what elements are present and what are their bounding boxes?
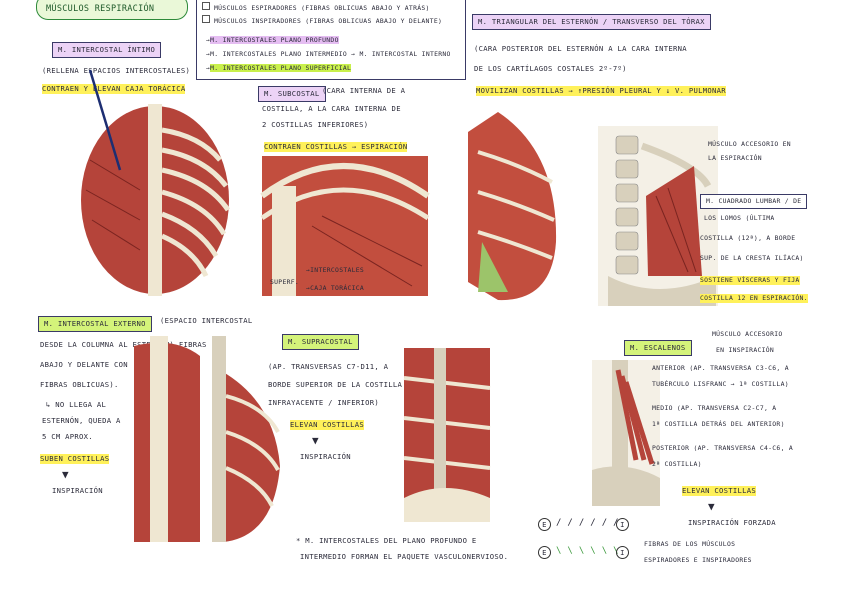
supracostal-desc-0: (AP. TRANSVERSAS C7-D11, A [268,362,389,371]
escalenos-item-2: MEDIO (AP. TRANSVERSA C2-C7, A [652,404,777,412]
externo-desc-1: DESDE LA COLUMNA AL ESTERNÓN) FIBRAS [40,340,207,349]
escalenos-result: INSPIRACIÓN FORZADA [688,518,776,527]
key-e-left-circle: E [538,546,551,559]
legend-espiradores: MÚSCULOS ESPIRADORES (FIBRAS OBLICUAS AB… [202,2,430,13]
lumbar-spine-illustration [598,126,718,306]
subcostal-side: SUPERF. [270,278,300,286]
subcostal-illustration [260,156,430,296]
supracostal-illustration [403,348,491,522]
subcostal-label-intercostales: →INTERCOSTALES [306,266,365,274]
cuadrado-desc-1: COSTILLA (12ª), A BORDE [700,234,796,242]
key-inspiradores: E \ \ \ \ \ \ I [538,546,630,562]
subcostal-action: CONTRAEN COSTILLAS → ESPIRACIÓN [264,142,408,152]
externo-note-1: ESTERNÓN, QUEDA A [42,416,121,425]
subcostal-desc-0: (CARA INTERNA DE A [322,86,406,95]
cuadrado-note-0: MÚSCULO ACCESORIO EN [708,140,791,148]
scalene-illustration [592,360,660,506]
plane-superficial: →M. INTERCOSTALES PLANO SUPERFICIAL [206,64,352,72]
escalenos-title: M. ESCALENOS [624,340,692,356]
intimo-action: CONTRAEN Y ELEVAN CAJA TORÁCICA [42,84,186,94]
triangular-desc-0: (CARA POSTERIOR DEL ESTERNÓN A LA CARA I… [474,44,687,53]
escalenos-item-0: ANTERIOR (AP. TRANSVERSA C3-C6, A [652,364,789,372]
key-i-right-circle: I [616,546,629,559]
externo-action: SUBEN COSTILLAS [40,454,110,464]
escalenos-item-3: 1ª COSTILLA DETRÁS DEL ANTERIOR) [652,420,785,428]
triangular-desc-1: DE LOS CARTÍLAGOS COSTALES 2º-7º) [474,64,627,73]
supracostal-desc-1: BORDE SUPERIOR DE LA COSTILLA [268,380,403,389]
escalenos-item-5: 2ª COSTILLA) [652,460,702,468]
page-title: MÚSCULOS RESPIRACIÓN [46,4,155,14]
escalenos-action: ELEVAN COSTILLAS [682,486,757,496]
cuadrado-note-1: LA ESPIRACIÓN [708,154,762,162]
fiber-slash-icon: \ \ \ \ \ \ [556,546,619,556]
supracostal-action: ELEVAN COSTILLAS [290,420,365,430]
key-text-1: ESPIRADORES E INSPIRADORES [644,556,752,564]
checkbox-icon [202,15,210,23]
subcostal-desc-1: COSTILLA, A LA CARA INTERNA DE [262,104,401,113]
key-text-0: FIBRAS DE LOS MÚSCULOS [644,540,736,548]
footer-note-0: * M. INTERCOSTALES DEL PLANO PROFUNDO E [296,536,477,545]
fiber-backslash-icon: / / / / / / [556,518,619,528]
externo-result: INSPIRACIÓN [52,486,103,495]
supracostal-result: INSPIRACIÓN [300,452,351,461]
footer-note-1: INTERMEDIO FORMAN EL PAQUETE VASCULONERV… [300,552,509,561]
cuadrado-action-0: SOSTIENE VÍSCERAS Y FIJA [700,276,800,285]
arrow-right-icon: → [306,266,311,274]
legend-inspiradores: MÚSCULOS INSPIRADORES (FIBRAS OBLICUAS A… [202,15,442,26]
externo-desc-0: (ESPACIO INTERCOSTAL [160,316,253,325]
key-espiradores: E / / / / / / I [538,518,630,534]
subcostal-label-caja: →CAJA TORÁCICA [306,284,365,292]
intimo-desc: (RELLENA ESPACIOS INTERCOSTALES) [42,66,191,75]
externo-title: M. INTERCOSTAL EXTERNO [38,316,152,332]
arrow-right-icon: → [306,284,311,292]
supracostal-arrow-icon: ▼ [312,434,319,447]
key-e-left-circle: E [538,518,551,531]
externo-arrow-icon: ▼ [62,468,69,481]
arrow-right-icon: → [206,36,211,44]
triangular-title: M. TRIANGULAR DEL ESTERNÓN / TRANSVERSO … [472,14,711,30]
subcostal-title: M. SUBCOSTAL [258,86,326,102]
escalenos-arrow-icon: ▼ [708,500,715,513]
supracostal-title: M. SUPRACOSTAL [282,334,359,350]
externo-desc-3: FIBRAS OBLICUAS). [40,380,119,389]
externo-note-2: 5 CM APROX. [42,432,93,441]
key-i-right-circle: I [616,518,629,531]
arrow-right-icon: → [206,64,211,72]
cuadrado-title: M. CUADRADO LUMBAR / DE [700,194,808,209]
escalenos-item-1: TUBÉRCULO LISFRANC → 1ª COSTILLA) [652,380,789,388]
legend-box [196,0,466,80]
thorax-lateral-illustration [134,336,280,542]
thorax-posterior-illustration [81,69,231,296]
subcostal-desc-2: 2 COSTILLAS INFERIORES) [262,120,369,129]
escalenos-note-0: MÚSCULO ACCESORIO [712,330,783,338]
cuadrado-desc-0: LOS LOMOS (ÚLTIMA [704,214,775,222]
cuadrado-desc-2: SUP. DE LA CRESTA ILÍACA) [700,254,804,262]
supracostal-desc-2: INFRAYACENTE / INFERIOR) [268,398,380,407]
arrow-right-icon: → [206,50,211,58]
triangular-action: MOVILIZAN COSTILLAS → ↑PRESIÓN PLEURAL Y… [476,86,726,96]
transverse-thoracis-illustration [468,112,557,301]
escalenos-item-4: POSTERIOR (AP. TRANSVERSA C4-C6, A [652,444,794,452]
escalenos-note-1: EN INSPIRACIÓN [716,346,775,354]
intimo-title: M. INTERCOSTAL ÍNTIMO [52,42,162,58]
externo-note-0: ↳ NO LLEGA AL [46,400,107,409]
externo-desc-2: ABAJO Y DELANTE CON [40,360,128,369]
cuadrado-action-1: COSTILLA 12 EN ESPIRACIÓN. [700,294,808,303]
plane-intermediate: →M. INTERCOSTALES PLANO INTERMEDIO → M. … [206,50,451,58]
checkbox-icon [202,2,210,10]
title-cloud [36,0,188,20]
plane-deep: →M. INTERCOSTALES PLANO PROFUNDO [206,36,339,44]
